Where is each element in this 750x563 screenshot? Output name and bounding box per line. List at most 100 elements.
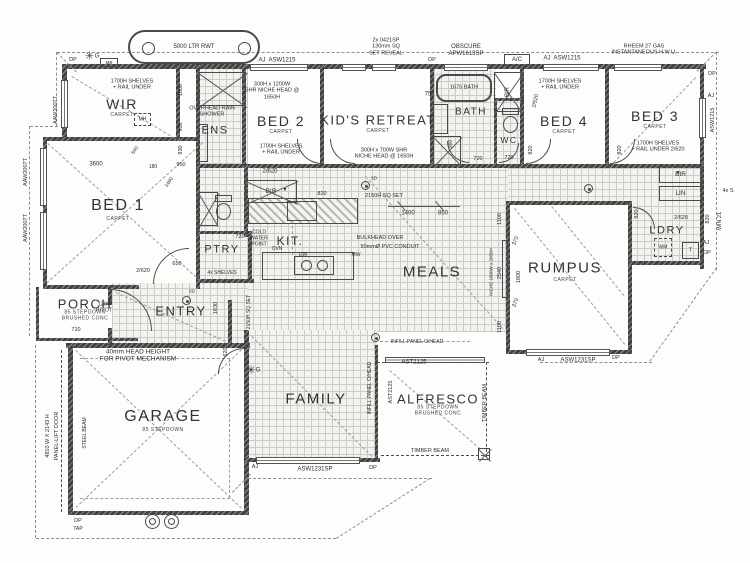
annotation-label: 300H x 1200W SHR NICHE HEAD @ 1650H: [244, 81, 300, 101]
wall-segment: [242, 64, 246, 168]
annotation-label: OVN: [271, 246, 283, 253]
ceiling-dashed-line: [80, 498, 230, 499]
annotation-label: AJ: [707, 92, 715, 99]
annotation-label: DW: [298, 252, 308, 259]
eave-dashed-line: [30, 126, 58, 127]
room-sublabel-alfresco: 85 STEPDOWN BRUSHED CONC: [414, 404, 462, 417]
room-sublabel-kids-retreat: CARPET: [366, 128, 390, 135]
fixture-label: WM: [658, 244, 668, 250]
annotation-label: 710: [71, 326, 81, 333]
annotation-label: OBSCURE APW1613SP: [448, 44, 484, 57]
fixture-label: 1675 BATH: [449, 84, 479, 91]
annotation-label: 180: [148, 164, 158, 171]
smoke-detector: [182, 296, 191, 305]
wall-segment: [43, 137, 200, 141]
toilet-bowl: [503, 116, 518, 133]
window: [372, 64, 396, 71]
fixture-tub: 1675 BATH: [436, 74, 492, 102]
annotation-label: 300H x 700W SHR NICHE HEAD @ 1650H: [354, 147, 414, 160]
rainwater-tank: 5000 LTR RWT: [128, 30, 260, 64]
beam-dashdot-line: [381, 455, 489, 456]
window: [40, 148, 47, 206]
room-label-family: FAMILY: [285, 390, 347, 408]
room-sublabel-bed1: CARPET: [106, 215, 130, 222]
annotation-label: DP: [69, 56, 77, 63]
tile-floor: [630, 203, 702, 263]
annotation-label: 3600: [89, 161, 103, 168]
sd-dot: [186, 300, 189, 303]
room-label-bed3: BED 3: [631, 107, 679, 124]
pier-inner: [149, 518, 156, 525]
annotation-label: 370: [511, 235, 521, 247]
annotation-label: DP: [428, 56, 436, 63]
eave-dashed-line: [336, 478, 431, 539]
annotation-label: 2150H SQ SET: [365, 192, 403, 199]
room-sublabel-garage: 85 STEPDOWN: [142, 426, 184, 433]
tank-cap: [142, 42, 155, 55]
window: [614, 64, 662, 71]
annotation-label: 1200 PIVOT: [95, 301, 113, 314]
toilet-bowl: [216, 203, 231, 220]
annotation-label: 720: [235, 233, 245, 240]
fixture-xbox: [198, 72, 248, 108]
wall-segment: [196, 64, 200, 289]
fixture-circle: [301, 260, 312, 271]
annotation-label: 930: [177, 145, 184, 155]
room-label-ptry: PTRY: [204, 243, 240, 256]
window: [526, 349, 610, 356]
room-label-porch: PORCH: [57, 296, 113, 312]
annotation-label: SD: [370, 175, 378, 181]
annotation-label: 1100: [496, 321, 503, 333]
annotation-label: ▼: [282, 187, 288, 194]
annotation-label: AAW2007T: [22, 158, 29, 186]
wall-segment: [244, 164, 248, 237]
annotation-label: BULKHEAD OVER: [356, 234, 404, 241]
annotation-label: DP: [708, 70, 716, 77]
wall-segment: [196, 231, 252, 234]
fixture-label: BIR: [265, 187, 277, 195]
annotation-label: 950: [176, 161, 186, 168]
annotation-label: AJ ASW1215: [543, 55, 581, 62]
annotation-label: 2/520: [531, 93, 541, 109]
annotation-label: 820: [616, 145, 623, 155]
eave-dashed-line: [36, 538, 336, 539]
annotation-label: AST2125: [401, 359, 427, 366]
sd-dot: [375, 337, 378, 340]
annotation-label: RHEEM 27 GAS INSTANTANEOUS H.W.U.: [611, 43, 677, 56]
eave-dashed-line: [540, 362, 652, 363]
annotation-label: AAW2007T: [52, 96, 59, 124]
annotation-label: WIN 21: [716, 211, 723, 231]
wall-segment: [36, 287, 39, 341]
wall-segment: [68, 343, 73, 515]
annotation-label: 900: [177, 122, 184, 132]
beam-dashdot-line: [377, 362, 489, 363]
annotation-label: MW: [351, 252, 361, 259]
annotation-label: SD: [188, 288, 196, 294]
annotation-label: G: [94, 53, 100, 60]
window: [342, 64, 366, 71]
annotation-label: 820: [704, 214, 711, 224]
window: [699, 98, 706, 138]
wall-segment: [66, 343, 250, 348]
fixture-box: [262, 252, 354, 280]
annotation-label: 820: [527, 145, 534, 155]
annotation-label: 2/620: [262, 168, 278, 175]
ceiling-dashed-line: [229, 358, 230, 498]
wall-segment: [605, 64, 609, 167]
beam-dashdot-line: [61, 350, 62, 512]
annotation-label: PANEL-LIFT DOOR: [53, 411, 60, 461]
wall-segment: [196, 279, 254, 283]
wall-segment: [375, 345, 378, 462]
fixture-xbox: BIR: [494, 72, 524, 114]
wall-segment: [430, 64, 434, 167]
annotation-label: 820: [633, 209, 640, 219]
annotation-label: 1700H SHELVES + RAIL UNDER: [259, 143, 303, 156]
eave-dashed-line: [716, 52, 717, 270]
eave-dashed-line: [35, 345, 36, 538]
annotation-label: 720: [504, 154, 514, 161]
fixture-xbox: BIR: [245, 180, 299, 205]
room-sublabel-bed4: CARPET: [552, 129, 576, 136]
wall-segment: [68, 511, 248, 515]
room-label-bed1: BED 1: [91, 196, 145, 214]
